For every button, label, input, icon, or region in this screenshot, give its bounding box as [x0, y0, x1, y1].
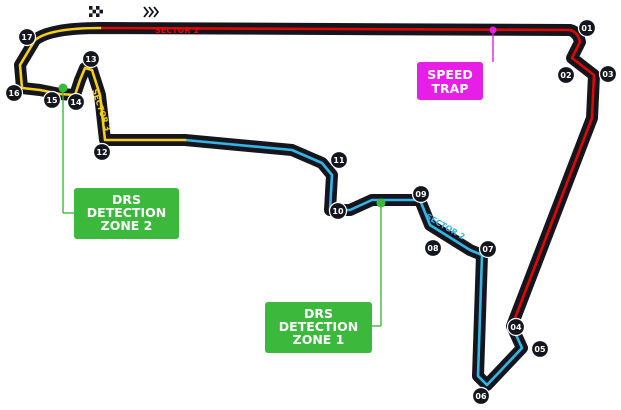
drs-zone-1-marker: [376, 198, 386, 208]
corner-marker-17: 17: [17, 27, 37, 47]
drs-zone-1-box: [265, 302, 372, 353]
corner-number: 04: [510, 323, 522, 332]
corner-marker-02: 02: [556, 65, 576, 85]
drs-zone-back-straight: [522, 138, 604, 318]
corner-number: 14: [70, 98, 82, 107]
corner-marker-10: 10: [328, 201, 348, 221]
corner-number: 17: [21, 33, 32, 42]
drs-zone-1-line1: DRS: [304, 306, 333, 321]
corner-marker-08: 08: [423, 238, 443, 258]
corner-number: 11: [333, 156, 345, 165]
corner-marker-12: 12: [92, 142, 112, 162]
corner-marker-03: 03: [598, 64, 618, 84]
corner-number: 01: [581, 24, 593, 33]
corner-number: 13: [85, 55, 96, 64]
corner-marker-05: 05: [530, 339, 550, 359]
corner-number: 09: [415, 190, 427, 199]
drs-zone-1-line3: ZONE 1: [293, 332, 345, 347]
drs-zone-2-box: [74, 188, 179, 239]
drs-zone-1-line2: DETECTION: [279, 319, 358, 334]
sector-1-label: SECTOR 1: [155, 26, 199, 35]
corner-number: 02: [560, 71, 571, 80]
corner-number: 10: [332, 207, 344, 216]
drs-zone-2-marker: [58, 83, 68, 93]
drs-zone-turn-12: [120, 158, 288, 174]
corner-number: 07: [482, 245, 493, 254]
corner-marker-11: 11: [329, 150, 349, 170]
corner-marker-15: 15: [42, 90, 62, 110]
corner-marker-09: 09: [411, 184, 431, 204]
corner-marker-16: 16: [4, 83, 24, 103]
corner-number: 05: [534, 345, 546, 354]
corner-number: 06: [475, 392, 487, 401]
corner-marker-14: 14: [66, 92, 86, 112]
chequered-flag-icon: [89, 6, 103, 17]
speed-trap-line2: TRAP: [432, 81, 469, 96]
speed-trap-box: [417, 62, 483, 100]
corner-number: 15: [46, 96, 58, 105]
speed-trap-marker: [489, 26, 497, 34]
corner-marker-07: 07: [478, 239, 498, 259]
drs-zone-2-line3: ZONE 2: [101, 218, 153, 233]
corner-number: 08: [427, 244, 439, 253]
corner-marker-01: 01: [577, 18, 597, 38]
corner-number: 12: [96, 148, 107, 157]
sector-1-line: [98, 26, 596, 328]
drs-zone-2-line1: DRS: [112, 192, 141, 207]
corner-marker-04: 04: [506, 317, 526, 337]
corner-number: 03: [602, 70, 613, 79]
corner-number: 16: [8, 89, 20, 98]
corner-marker-06: 06: [471, 386, 491, 406]
drs-zone-2-line2: DETECTION: [87, 205, 166, 220]
speed-trap-line1: SPEED: [427, 67, 473, 82]
corner-marker-13: 13: [81, 49, 101, 69]
corner-markers: 01 02 03 04 05 06 07 08 09 10 11 12 13 14 15 16 17: [4, 18, 618, 406]
direction-arrows-icon: [143, 6, 160, 18]
